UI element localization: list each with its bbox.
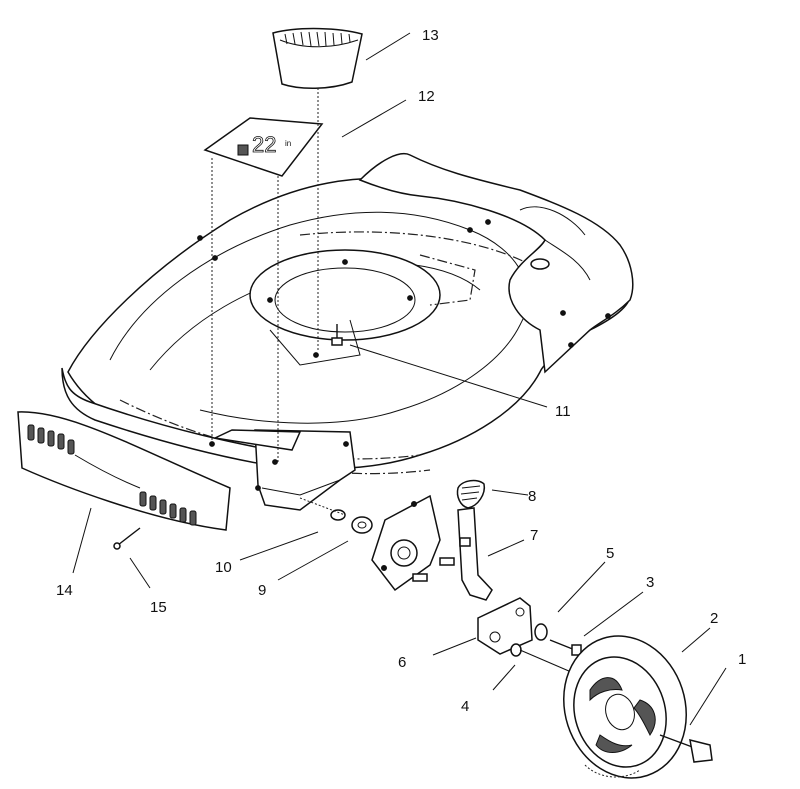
height-adjuster-plate <box>371 494 455 592</box>
part-13-handle-cap <box>272 27 363 90</box>
part-1-wheel-bolt <box>659 734 713 763</box>
part-4-nut <box>510 643 522 657</box>
part-15-grille-screw <box>113 527 141 550</box>
decal-size-text: 22 <box>252 132 276 157</box>
leader-lines <box>72 32 727 726</box>
part-12-size-decal: 22 in <box>203 117 324 177</box>
callout-labels: 1 2 3 4 5 6 7 8 9 10 11 12 13 14 15 <box>56 27 746 715</box>
deck-fastener-dots <box>197 219 611 491</box>
callout-13: 13 <box>422 27 439 44</box>
callout-1: 1 <box>738 651 746 668</box>
callout-7: 7 <box>530 527 538 544</box>
callout-9: 9 <box>258 582 266 599</box>
callout-4: 4 <box>461 698 469 715</box>
part-5-washer <box>534 623 548 641</box>
callout-3: 3 <box>646 574 654 591</box>
callout-2: 2 <box>710 610 718 627</box>
part-14-front-grille <box>17 411 231 531</box>
part-8-adjuster-knob <box>456 479 486 509</box>
part-11-screw <box>331 324 343 346</box>
callout-15: 15 <box>150 599 167 616</box>
part-9-bushing <box>351 516 373 534</box>
callout-8: 8 <box>528 488 536 505</box>
alignment-lines <box>211 88 319 462</box>
part-7-lever-arm <box>457 507 493 601</box>
callout-12: 12 <box>418 88 435 105</box>
part-3-axle-bolt <box>549 639 582 656</box>
callout-5: 5 <box>606 545 614 562</box>
callout-11: 11 <box>555 403 571 420</box>
part-2-wheel <box>563 635 687 779</box>
part-6-axle-bracket <box>477 597 533 655</box>
callout-6: 6 <box>398 654 406 671</box>
decal-unit-text: in <box>285 139 291 148</box>
callout-14: 14 <box>56 582 73 599</box>
callout-10: 10 <box>215 559 232 576</box>
part-10-spacer <box>299 497 346 521</box>
mower-deck <box>61 153 634 511</box>
